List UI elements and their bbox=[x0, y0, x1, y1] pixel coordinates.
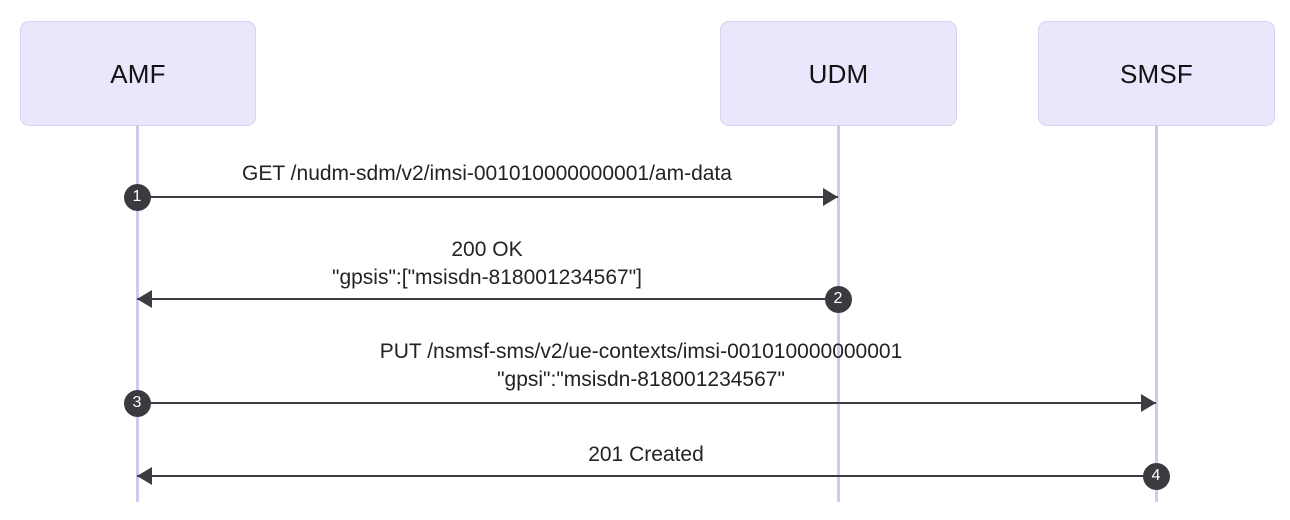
participant-box-smsf[interactable]: SMSF bbox=[1038, 21, 1275, 126]
lifeline-smsf bbox=[1154, 125, 1158, 502]
arrow-head-3 bbox=[1141, 393, 1156, 412]
step-badge-2[interactable]: 2 bbox=[824, 285, 852, 313]
arrow-head-1 bbox=[823, 187, 838, 206]
step-badge-3[interactable]: 3 bbox=[123, 389, 151, 417]
message-label-line: "gpsi":"msisdn-818001234567" bbox=[497, 367, 785, 391]
step-badge-1[interactable]: 1 bbox=[123, 183, 151, 211]
step-badge-4[interactable]: 4 bbox=[1142, 462, 1170, 490]
message-arrow-2 bbox=[137, 297, 838, 301]
message-label-line: PUT /nsmsf-sms/v2/ue-contexts/imsi-00101… bbox=[379, 340, 903, 363]
message-arrow-3 bbox=[137, 401, 1156, 405]
message-label-line: 200 OK bbox=[451, 238, 523, 261]
participant-box-amf[interactable]: AMF bbox=[20, 21, 256, 126]
message-label-2: 200 OK "gpsis":["msisdn-818001234567"] bbox=[332, 236, 642, 291]
arrow-head-2 bbox=[137, 289, 152, 308]
message-label-1: GET /nudm-sdm/v2/imsi-001010000000001/am… bbox=[242, 160, 732, 188]
arrow-head-4 bbox=[137, 466, 152, 485]
message-arrow-1 bbox=[137, 195, 838, 199]
message-label-line: "gpsis":["msisdn-818001234567"] bbox=[331, 265, 643, 289]
participant-box-udm[interactable]: UDM bbox=[720, 21, 957, 126]
message-label-line: 201 Created bbox=[588, 443, 704, 466]
message-label-3: PUT /nsmsf-sms/v2/ue-contexts/imsi-00101… bbox=[380, 338, 903, 393]
participant-label-amf: AMF bbox=[110, 58, 166, 89]
participant-label-smsf: SMSF bbox=[1119, 58, 1194, 89]
message-arrow-4 bbox=[137, 474, 1156, 478]
lifeline-udm bbox=[836, 125, 840, 502]
message-label-4: 201 Created bbox=[588, 441, 704, 469]
lifeline-amf bbox=[135, 125, 139, 502]
participant-label-udm: UDM bbox=[808, 58, 869, 89]
message-label-line: GET /nudm-sdm/v2/imsi-001010000000001/am… bbox=[242, 162, 732, 185]
